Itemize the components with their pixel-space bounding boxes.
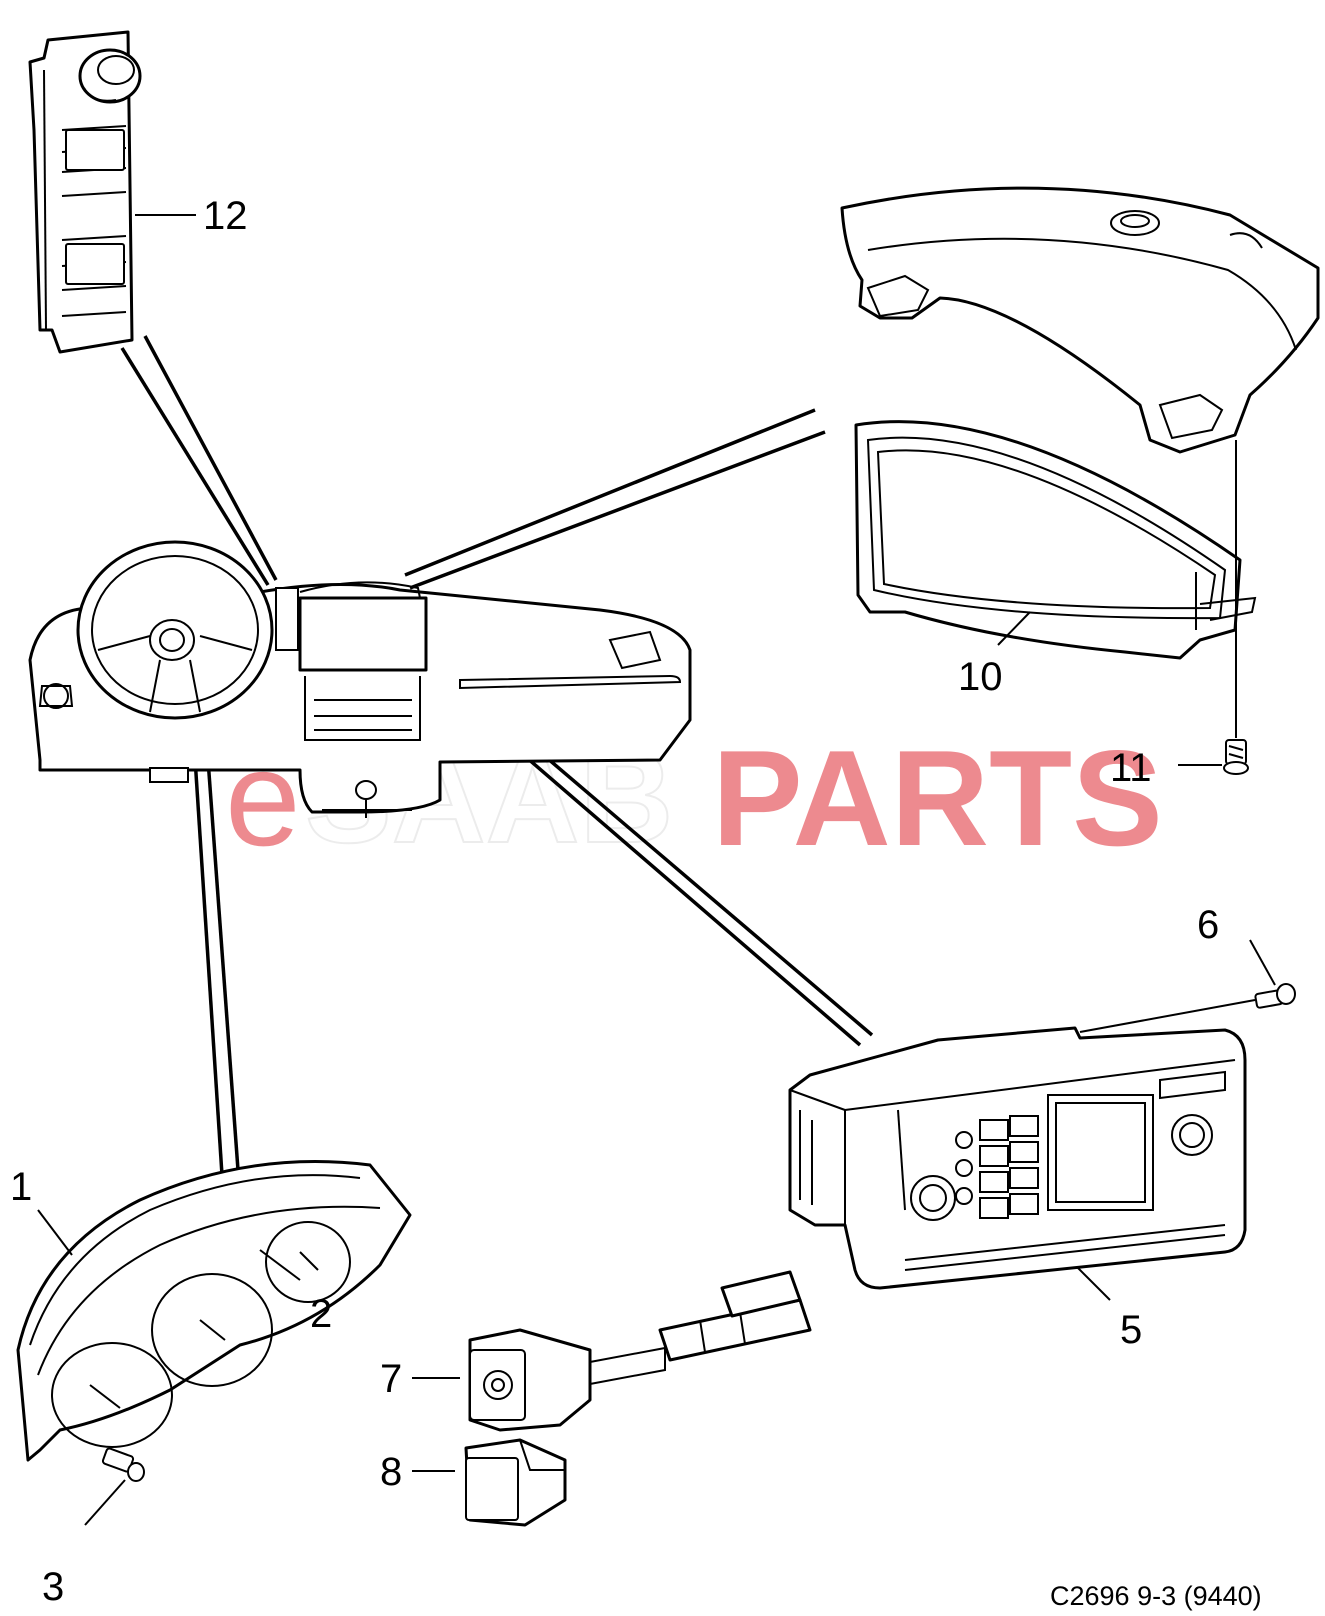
leader-lines	[37, 214, 1276, 1526]
part-8-clip	[464, 1438, 567, 1527]
part-12-switch-panel	[28, 30, 142, 354]
dashboard-overview	[28, 540, 692, 818]
part-1-instrument-cluster	[16, 1160, 412, 1462]
callout-numbers: 12 10 11 6 5 1 2 3 7 8	[10, 194, 1219, 1609]
callout-5: 5	[1120, 1308, 1142, 1352]
part-10-top-cover	[840, 186, 1320, 454]
callout-6: 6	[1197, 903, 1219, 947]
part-6-screw	[1079, 983, 1296, 1033]
part-7-connector	[468, 1270, 812, 1432]
part-10-display-unit	[854, 420, 1257, 660]
callout-2: 2	[310, 1292, 332, 1336]
callout-8: 8	[380, 1450, 402, 1494]
callout-11: 11	[1110, 746, 1152, 790]
callout-12: 12	[203, 194, 248, 238]
watermark-suffix: PARTS	[712, 722, 1163, 874]
callout-10: 10	[958, 655, 1003, 699]
callout-1: 1	[10, 1165, 32, 1209]
diagram-reference: C2696 9-3 (9440)	[1050, 1581, 1262, 1611]
callout-3: 3	[42, 1565, 64, 1609]
part-11-screw	[1223, 440, 1249, 775]
callout-7: 7	[380, 1357, 402, 1401]
part-3-screw	[101, 1447, 145, 1482]
part-5-control-unit	[788, 1026, 1247, 1290]
